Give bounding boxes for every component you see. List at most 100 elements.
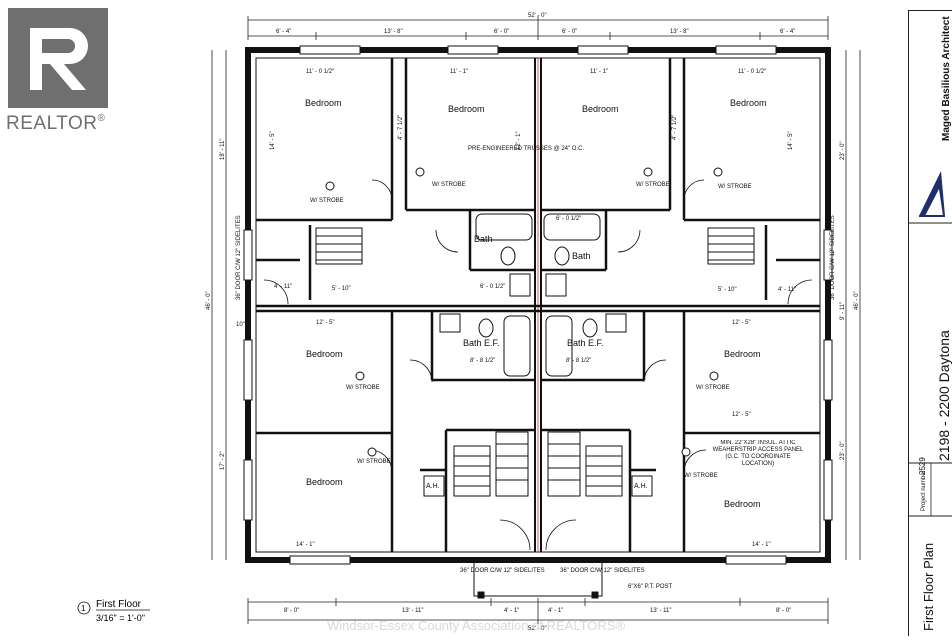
room-dim: 11' - 0 1/2" [306, 69, 334, 75]
room-dim: 14' - 1" [752, 542, 771, 548]
strobe-note: W/ STROBE [636, 182, 670, 188]
project-number: 2529 [918, 457, 927, 475]
top-dim: 6' - 4" [276, 29, 291, 35]
view-title: First Floor [96, 599, 142, 610]
room-label: Bedroom [582, 104, 619, 114]
room-dim: 8' - 8 1/2" [566, 358, 591, 364]
bottom-dim: 4' - 1" [548, 608, 563, 614]
room-dim: 8' - 8 1/2" [470, 358, 495, 364]
room-dim: 11' - 0 1/2" [738, 69, 766, 75]
top-dim: 6' - 4" [780, 29, 795, 35]
room-dim: 12' - 1" [516, 131, 522, 150]
overall-depth: 46' - 0" [854, 291, 860, 310]
left-dim: 17' - 2" [220, 451, 226, 470]
post-note: 6"X6" P.T. POST [628, 584, 673, 590]
left-dim: 18' - 11" [220, 138, 226, 160]
interior-walls [256, 58, 820, 552]
smoke-detectors [325, 167, 723, 457]
room-label: Bedroom [730, 98, 767, 108]
architect-name: Maged Basilious Architect [941, 16, 952, 141]
room-dim: 5' - 10" [332, 286, 351, 292]
room-dim: 4' - 11" [274, 284, 292, 290]
overall-depth: 46' - 0" [206, 291, 212, 310]
windows [243, 45, 833, 565]
notes: PRE-ENGINEERED TRUSSES @ 24" O.C. W/ STR… [310, 146, 752, 590]
room-label: Bath [474, 234, 493, 244]
room-dim: 6' - 0 1/2" [480, 284, 505, 290]
room-dim: 4' - 7 1/2" [398, 115, 404, 140]
floor-plan-drawing: Bedroom Bedroom Bedroom Bedroom Bedroom … [77, 13, 861, 632]
right-dim: 23' - 0" [840, 141, 846, 160]
view-number: 1 [81, 604, 86, 613]
room-dim: 6' - 0 1/2" [556, 216, 581, 222]
strobe-note: W/ STROBE [432, 182, 466, 188]
front-porch [473, 559, 603, 599]
room-dim: 11' - 1" [450, 69, 468, 75]
strobe-note: W/ STROBE [357, 459, 391, 465]
strobe-note: W/ STROBE [346, 385, 380, 391]
room-label: A.H. [426, 483, 440, 490]
bottom-dim: 8' - 0" [284, 608, 299, 614]
room-dim: 4' - 11" [778, 287, 796, 293]
room-dim: 14' - 5" [270, 131, 276, 150]
attic-note: MIN. 22"X28" INSUL. ATTIC WEAHERSTRIP AC… [712, 440, 804, 467]
view-caption: 1 First Floor 3/16" = 1'-0" [77, 599, 150, 623]
room-label: Bedroom [724, 499, 761, 509]
mls-watermark-footer: Windsor-Essex County Association of REAL… [326, 618, 626, 633]
title-block: Maged Basilious Architect 2198 - 2200 Da… [908, 10, 952, 636]
top-dim: 6' - 0" [494, 29, 509, 35]
room-dim: 14' - 5" [788, 131, 794, 150]
room-dim: 11' - 1" [590, 69, 608, 75]
room-label: Bedroom [306, 477, 343, 487]
room-dim: 12' - 5" [732, 320, 751, 326]
view-scale: 3/16" = 1'-0" [96, 613, 145, 623]
room-label: Bath E.F. [567, 338, 604, 348]
right-dim: 9' - 11" [840, 302, 846, 320]
project-name: 2198 - 2200 Daytona [936, 330, 952, 461]
room-label: Bath E.F. [463, 338, 500, 348]
room-label: Bedroom [448, 104, 485, 114]
right-dim: 23' - 0" [840, 441, 846, 460]
trusses-note: PRE-ENGINEERED TRUSSES @ 24" O.C. [468, 146, 584, 152]
room-dim: 12' - 5" [316, 320, 335, 326]
room-dim: 12' - 5" [732, 412, 751, 418]
room-dim: 4' - 7 1/2" [672, 115, 678, 140]
room-dim: 5' - 10" [718, 287, 737, 293]
dimension-labels: 52' - 0" 52' - 0" 6' - 4" 13' - 8" 6' - … [206, 13, 860, 632]
strobe-note: W/ STROBE [718, 184, 752, 190]
title-block-art: Maged Basilious Architect 2198 - 2200 Da… [909, 16, 952, 631]
strobe-note: W/ STROBE [684, 473, 718, 479]
side-door-note: 36" DOOR C/W 12" SIDELITES [830, 215, 836, 300]
architect-logo [919, 171, 945, 217]
top-dim: 6' - 0" [562, 29, 577, 35]
room-label: Bedroom [724, 349, 761, 359]
room-label: Bath [572, 251, 591, 261]
overall-width: 52' - 0" [528, 13, 547, 19]
bottom-dim: 13' - 11" [402, 608, 424, 614]
room-label: Bedroom [306, 349, 343, 359]
project-number-label: Project number [921, 470, 927, 511]
left-dim: 10" [236, 322, 245, 328]
dimension-lines [211, 16, 861, 624]
overall-width-bottom: 52' - 0" [528, 626, 547, 632]
side-door-note: 36" DOOR C/W 12" SIDELITES [236, 215, 242, 300]
front-door-note: 36" DOOR C/W 12" SIDELITES [460, 568, 545, 574]
room-dim: 14' - 1" [296, 542, 315, 548]
bottom-dim: 8' - 0" [776, 608, 791, 614]
top-dim: 13' - 8" [670, 29, 689, 35]
top-dim: 13' - 8" [384, 29, 403, 35]
room-label: Bedroom [305, 98, 342, 108]
bottom-dim: 4' - 1" [504, 608, 519, 614]
room-label: A.H. [634, 483, 648, 490]
strobe-note: W/ STROBE [696, 385, 730, 391]
sheet-title: First Floor Plan [921, 543, 936, 631]
side-door-notes: 36" DOOR C/W 12" SIDELITES 36" DOOR C/W … [236, 215, 836, 300]
stairs [315, 227, 755, 497]
room-labels: Bedroom Bedroom Bedroom Bedroom Bedroom … [305, 98, 767, 509]
attic-note-box: MIN. 22"X28" INSUL. ATTIC WEAHERSTRIP AC… [712, 440, 804, 467]
bottom-dim: 13' - 11" [650, 608, 672, 614]
realtor-logo [8, 8, 108, 108]
realtor-wordmark: REALTOR® [6, 113, 106, 134]
front-door-note: 36" DOOR C/W 12" SIDELITES [560, 568, 645, 574]
